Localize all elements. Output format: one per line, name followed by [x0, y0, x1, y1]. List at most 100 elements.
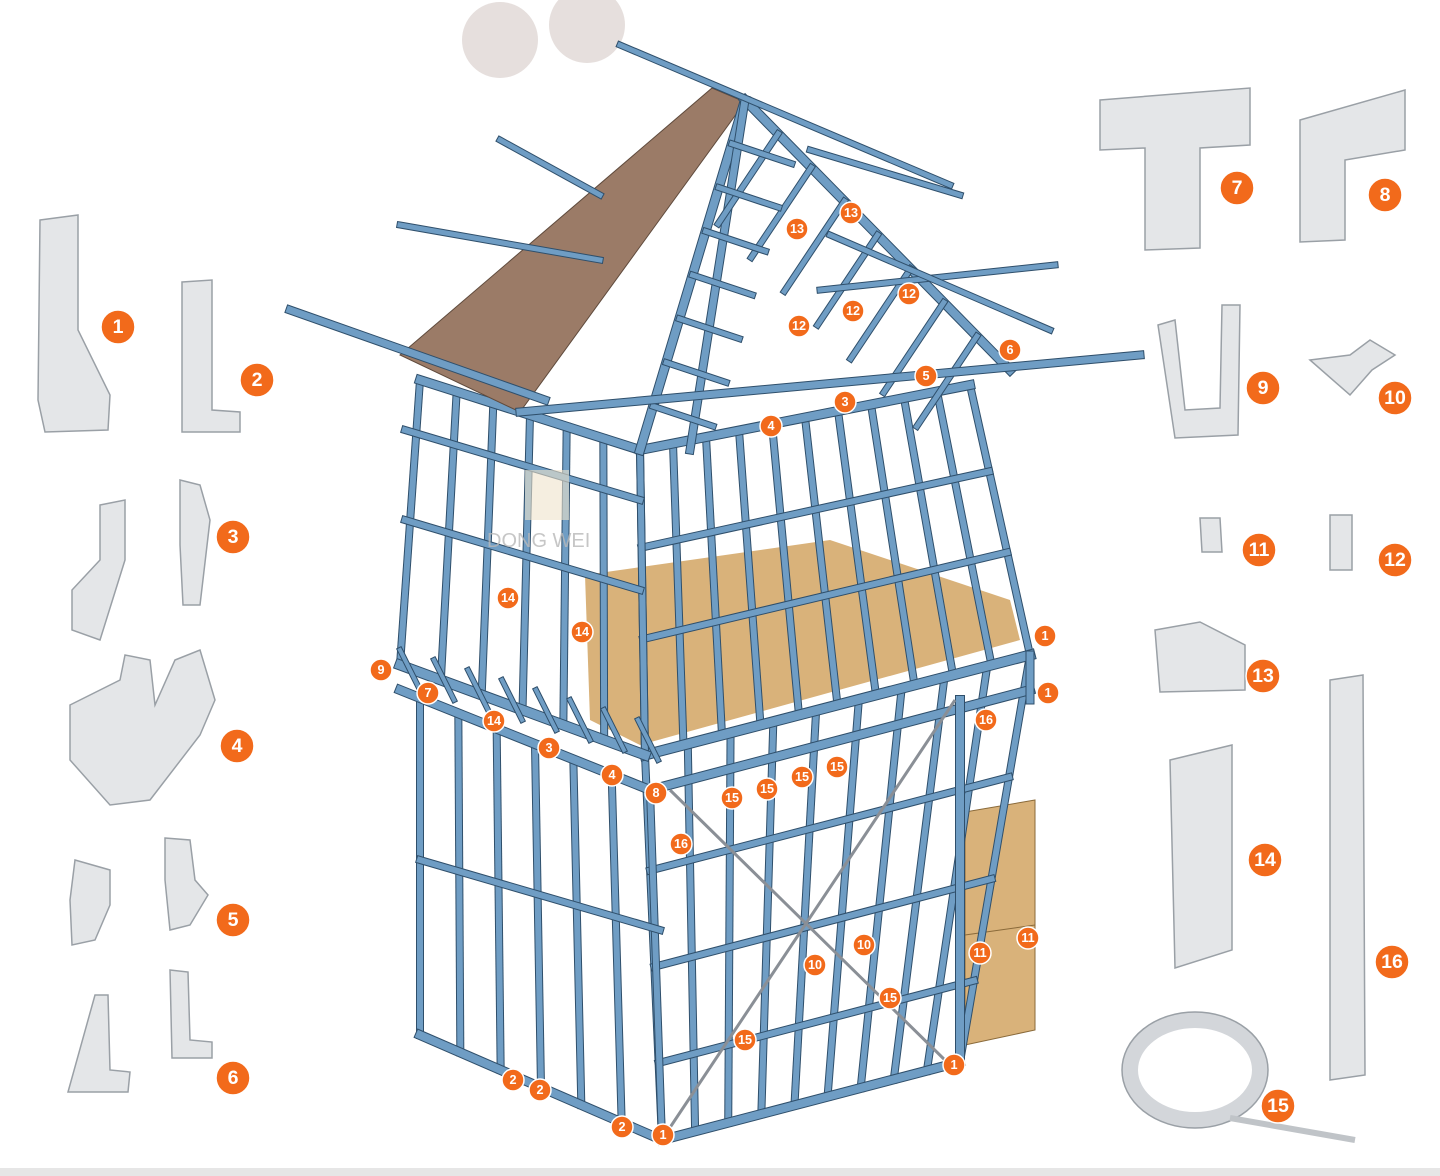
- badge-circle: [841, 299, 865, 323]
- steel-member: [956, 651, 1034, 1066]
- badge-circle: [759, 414, 783, 438]
- part-label-12: 12: [1377, 542, 1413, 578]
- rafter-connector-shape: [179, 479, 211, 606]
- badge-label: 14: [1254, 849, 1276, 871]
- rafter-connector-shape: [71, 499, 126, 641]
- part-label-5: 5: [215, 902, 251, 938]
- joist-hanger-shape: [69, 648, 216, 806]
- badge-label: 15: [883, 991, 897, 1005]
- strap-coil-roll: [1122, 1012, 1268, 1128]
- steel-member: [649, 403, 717, 430]
- badge-circle: [669, 832, 693, 856]
- badge-label: 3: [228, 526, 239, 548]
- badge-label: 12: [792, 319, 806, 333]
- badge-circle: [914, 364, 938, 388]
- part-angle-bracket-icon: [67, 969, 213, 1093]
- badge-label: 13: [790, 222, 804, 236]
- house-marker-14: 14: [570, 620, 594, 644]
- perforated-plate-shape: [1169, 744, 1233, 970]
- part-flat-strap-icon: [1329, 674, 1366, 1081]
- steel-member: [890, 673, 948, 1083]
- house-marker-10: 10: [803, 953, 827, 977]
- watermark-logo-icon: [525, 470, 569, 520]
- u-hanger-shape: [1157, 304, 1241, 439]
- badge-circle: [755, 777, 779, 801]
- steel-member: [834, 407, 880, 699]
- badge-circle: [733, 1028, 757, 1052]
- flat-strap-shape: [1329, 674, 1366, 1081]
- badge-label: 6: [228, 1067, 239, 1089]
- steel-member: [735, 427, 764, 729]
- steel-member: [650, 875, 996, 971]
- badge-circle: [651, 1123, 675, 1147]
- badge-circle: [215, 902, 251, 938]
- house-marker-15: 15: [825, 755, 849, 779]
- badge-circle: [1247, 842, 1283, 878]
- steel-member: [465, 667, 491, 713]
- steel-member: [645, 685, 1035, 795]
- house-marker-10: 10: [852, 933, 876, 957]
- part-l-plate-icon: [1299, 89, 1406, 243]
- house-marker-7: 7: [416, 681, 440, 705]
- badge-label: 12: [902, 287, 916, 301]
- badge-label: 8: [1380, 184, 1391, 206]
- angle-bracket-shape: [67, 994, 131, 1093]
- badge-label: 4: [767, 419, 774, 433]
- steel-member: [639, 548, 1011, 643]
- steel-member: [676, 315, 743, 342]
- part-label-7: 7: [1219, 170, 1255, 206]
- badge-circle: [600, 763, 624, 787]
- t-plate-shape: [1099, 87, 1251, 251]
- badge-circle: [1245, 370, 1281, 406]
- steel-member: [401, 516, 644, 594]
- angle-clip-shape: [1329, 514, 1353, 571]
- badge-label: 7: [1232, 177, 1243, 199]
- badge-label: 14: [487, 714, 501, 728]
- badge-circle: [1245, 658, 1281, 694]
- badge-label: 3: [545, 741, 552, 755]
- bottom-bar: [0, 1168, 1440, 1176]
- badge-circle: [644, 781, 668, 805]
- steel-member: [531, 741, 545, 1091]
- badge-circle: [369, 658, 393, 682]
- badge-label: 8: [652, 786, 659, 800]
- house-marker-4: 4: [600, 763, 624, 787]
- badge-label: 5: [228, 909, 239, 931]
- badge-circle: [790, 765, 814, 789]
- badge-circle: [528, 1078, 552, 1102]
- badge-label: 15: [738, 1033, 752, 1047]
- badge-circle: [1219, 170, 1255, 206]
- steel-member: [806, 146, 964, 199]
- badge-label: 15: [760, 782, 774, 796]
- panel-seam: [964, 924, 1036, 936]
- badge-label: 9: [377, 663, 384, 677]
- strap-coil-edge: [1121, 1011, 1269, 1129]
- house-marker-2: 2: [528, 1078, 552, 1102]
- house-marker-13: 13: [839, 201, 863, 225]
- part-label-11: 11: [1241, 532, 1277, 568]
- steel-member: [401, 426, 644, 504]
- truss-clip-shape: [164, 837, 209, 931]
- badge-circle: [570, 620, 594, 644]
- house-marker-2: 2: [610, 1115, 634, 1139]
- badge-label: 15: [830, 760, 844, 774]
- badge-label: 4: [608, 768, 615, 782]
- bridging-clip-shape: [1308, 339, 1397, 397]
- house-marker-15: 15: [720, 786, 744, 810]
- badge-label: 15: [725, 791, 739, 805]
- part-angle-clip-icon: [1329, 514, 1353, 571]
- part-label-3: 3: [215, 519, 251, 555]
- steel-member: [499, 677, 525, 723]
- steel-member: [516, 351, 1144, 416]
- badge-circle: [537, 736, 561, 760]
- house-marker-12: 12: [897, 282, 921, 306]
- house-marker-6: 6: [998, 338, 1022, 362]
- house-marker-11: 11: [968, 941, 992, 965]
- part-strap-coil-icon: [1121, 1011, 1356, 1143]
- truss-clip-shape: [69, 859, 111, 946]
- part-label-2: 2: [239, 362, 275, 398]
- steel-member: [933, 387, 996, 669]
- badge-label: 13: [1252, 665, 1274, 687]
- badge-label: 14: [575, 625, 589, 639]
